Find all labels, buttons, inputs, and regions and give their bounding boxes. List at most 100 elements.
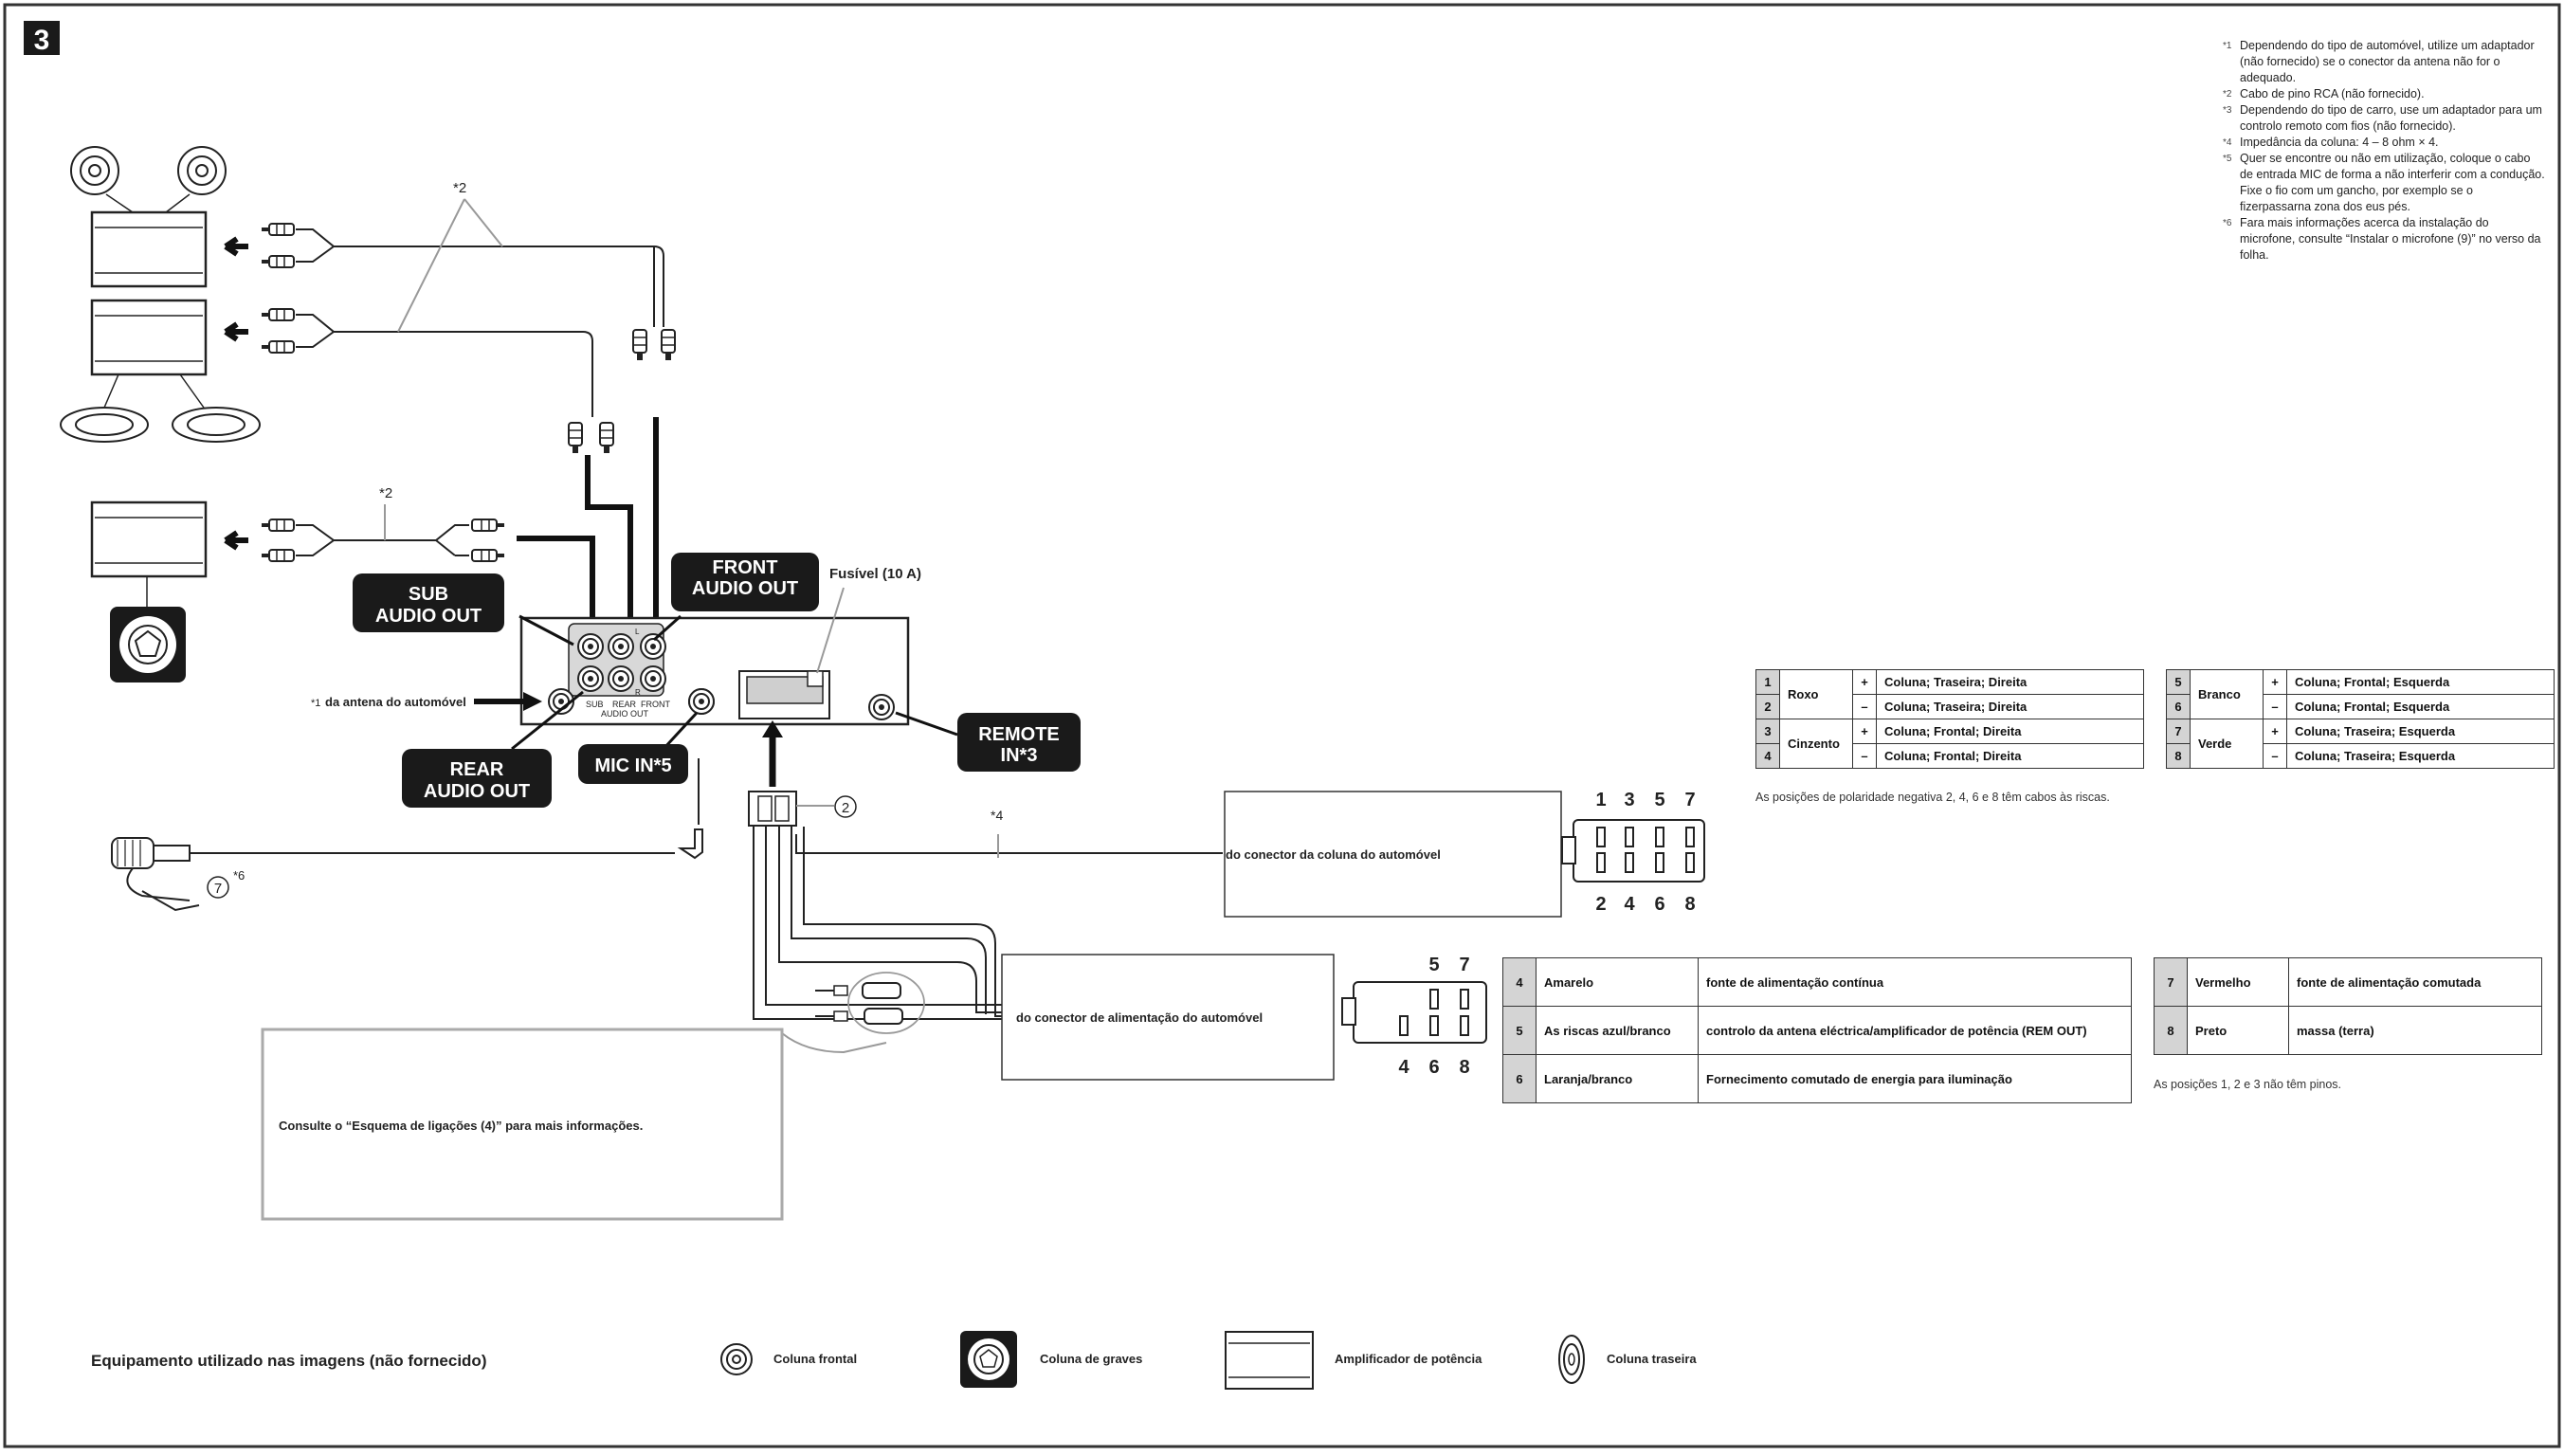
legend-subwoofer-icon [960,1331,1017,1388]
rca-cable-sub [224,519,505,562]
polarity: – [1852,743,1877,769]
legend-front-speaker: Coluna frontal [773,1352,857,1366]
harness-connector [748,791,797,827]
polarity: – [2263,694,2287,719]
rca-cable-rear [224,308,614,454]
pin-number: 6 [2166,694,2191,719]
pin-3-label: 3 [1624,790,1634,810]
wire-color: Verde [2190,719,2264,769]
panel-r-label: R [635,688,641,697]
rear-speaker-icon [60,373,261,443]
legend-amplifier-icon [1225,1331,1314,1390]
head-unit: SUB REAR FRONT AUDIO OUT R L [519,616,910,726]
panel-l-label: L [635,628,640,636]
remote-in-callout: REMOTE IN*3 [895,711,1081,772]
panel-sub-label: SUB [586,700,604,709]
mark-4: *4 [991,808,1003,823]
footnote-mark: *4 [2223,137,2232,148]
mic-in-label: MIC IN*5 [594,755,671,776]
fuse-holder-connectors [815,972,925,1034]
callout-7-circle [207,876,229,899]
power-table-note: As posições 1, 2 e 3 não têm pinos. [2154,1078,2342,1091]
footnote-text: Quer se encontre ou não em utilização, c… [2240,152,2545,213]
see-diagram-box [261,1028,784,1221]
remote-in-line1: REMOTE [978,724,1060,745]
pin-number: 2 [1755,694,1780,719]
table-row: 4 –Coluna; Frontal; Direita [1755,743,2144,769]
pin-description: controlo da antena eléctrica/amplificado… [1698,1006,2132,1055]
power-pin-6-label: 6 [1428,1057,1439,1078]
speaker-connector-pins [1561,819,1705,883]
wire-color: As riscas azul/branco [1536,1006,1699,1055]
speaker-table-note: As posições de polaridade negativa 2, 4,… [1755,791,2110,804]
rear-audio-out-line1: REAR [450,759,504,780]
callout-2-circle [834,795,857,818]
table-row: 6–Coluna; Frontal; Esquerda [2166,694,2555,719]
subwoofer-icon [110,607,186,682]
power-connector-pins [1341,981,1487,1044]
sub-audio-out-callout: SUB AUDIO OUT [353,573,574,646]
footnote: *5 Quer se encontre ou não em utilização,… [2223,151,2545,215]
pin-number: 8 [2166,743,2191,769]
legend-title: Equipamento utilizado nas imagens (não f… [91,1352,486,1370]
pin-description: Coluna; Frontal; Direita [1876,743,2144,769]
legend-amplifier: Amplificador de potência [1335,1352,1482,1366]
pin-number: 3 [1755,719,1780,744]
polarity: + [2263,719,2287,744]
power-pin-7-label: 7 [1459,955,1469,975]
pin-2-label: 2 [1595,894,1606,915]
footnote: *3 Dependendo do tipo de carro, use um ad… [2223,102,2545,135]
pin-description: Coluna; Traseira; Direita [1876,694,2144,719]
footnotes: *1 Dependendo do tipo de automóvel, utili… [2223,38,2545,264]
pin-description: Coluna; Traseira; Esquerda [2286,743,2555,769]
pin-4-label: 4 [1624,894,1635,915]
wire-color: Preto [2187,1006,2289,1055]
front-audio-out-line2: AUDIO OUT [692,578,798,599]
power-amplifier-icon [90,299,208,376]
mark-2b: *2 [379,485,392,501]
rca-cable-front [224,223,676,361]
power-connector-label: do conector de alimentação do automóvel [1016,1010,1263,1025]
pin-7-label: 7 [1684,790,1695,810]
footnote-text: Dependendo do tipo de automóvel, utilize… [2240,39,2535,84]
pin-description: Coluna; Frontal; Esquerda [2286,669,2555,695]
pin-number: 4 [1755,743,1780,769]
wire-color: Roxo [1779,669,1853,719]
pin-6-label: 6 [1654,894,1664,915]
wire-color: Cinzento [1779,719,1853,769]
footnote-mark: *3 [2223,105,2232,116]
footnote-text: Dependendo do tipo de carro, use um adap… [2240,103,2542,133]
pin-number: 5 [2166,669,2191,695]
panel-rear-label: REAR [612,700,637,709]
legend-front-speaker-icon [720,1343,753,1375]
page-border [3,3,2561,1448]
section-number-box [24,21,60,55]
remote-in-line2: IN*3 [1001,745,1038,766]
panel-front-label: FRONT [641,700,670,709]
section-number: 3 [34,25,50,56]
polarity: – [2263,743,2287,769]
footnote-mark: *5 [2223,154,2232,164]
pin-description: Fornecimento comutado de energia para il… [1698,1054,2132,1103]
footnote-text: Cabo de pino RCA (não fornecido). [2240,87,2425,100]
pin-description: Coluna; Frontal; Direita [1876,719,2144,744]
footnote-text: Impedância da coluna: 4 – 8 ohm × 4. [2240,136,2439,149]
sub-audio-out-line2: AUDIO OUT [375,606,482,627]
pin-8-label: 8 [1684,894,1695,915]
front-audio-out-callout: FRONT AUDIO OUT [653,553,819,642]
legend-rear-speaker-icon [1558,1335,1585,1384]
speaker-connector-box [1224,791,1562,918]
footnote-mark: *1 [2223,41,2232,51]
power-pin-5-label: 5 [1428,955,1439,975]
pin-description: fonte de alimentação contínua [1698,957,2132,1007]
wire-color: Branco [2190,669,2264,719]
antenna-label: da antena do automóvel [325,695,466,709]
